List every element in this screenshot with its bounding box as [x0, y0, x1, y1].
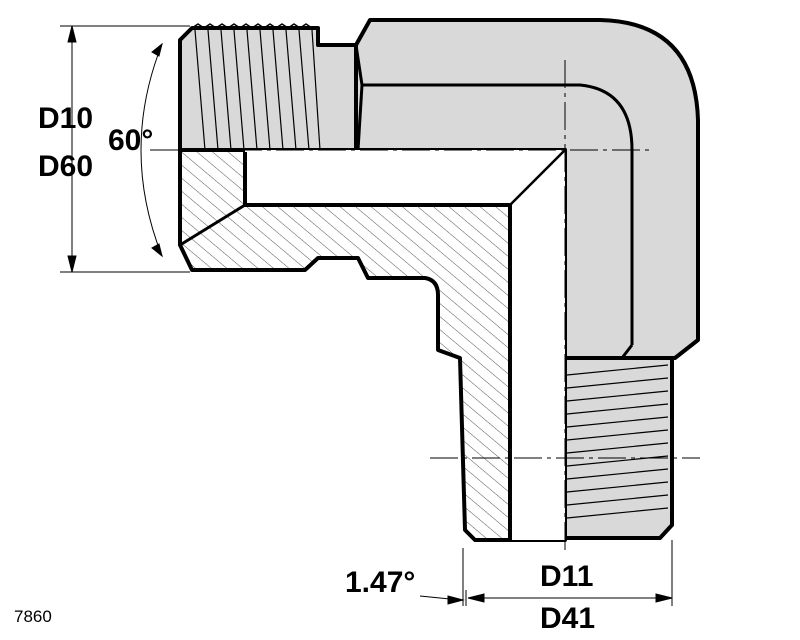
bore-passage — [245, 150, 565, 540]
cone-angle-arc — [140, 42, 163, 258]
hex-edge — [356, 84, 364, 151]
label-taper-angle: 1.47° — [345, 566, 415, 599]
dimension-bottom — [419, 540, 673, 606]
part-number: 7860 — [14, 607, 52, 626]
bore-outline — [243, 152, 512, 540]
label-cone-angle: 60° — [108, 124, 153, 157]
left-thread-lines — [194, 29, 321, 151]
label-d41: D41 — [540, 602, 595, 635]
dimension-left — [60, 25, 190, 273]
left-thread-teeth — [191, 23, 313, 29]
label-d11: D11 — [540, 560, 593, 593]
hex-edge — [620, 344, 634, 359]
bore-cone — [179, 203, 246, 247]
center-lines — [150, 60, 700, 555]
hex-flat-line — [362, 83, 634, 345]
label-d10: D10 — [38, 102, 93, 135]
bore-corner — [509, 149, 566, 206]
label-d60: D60 — [38, 150, 93, 183]
